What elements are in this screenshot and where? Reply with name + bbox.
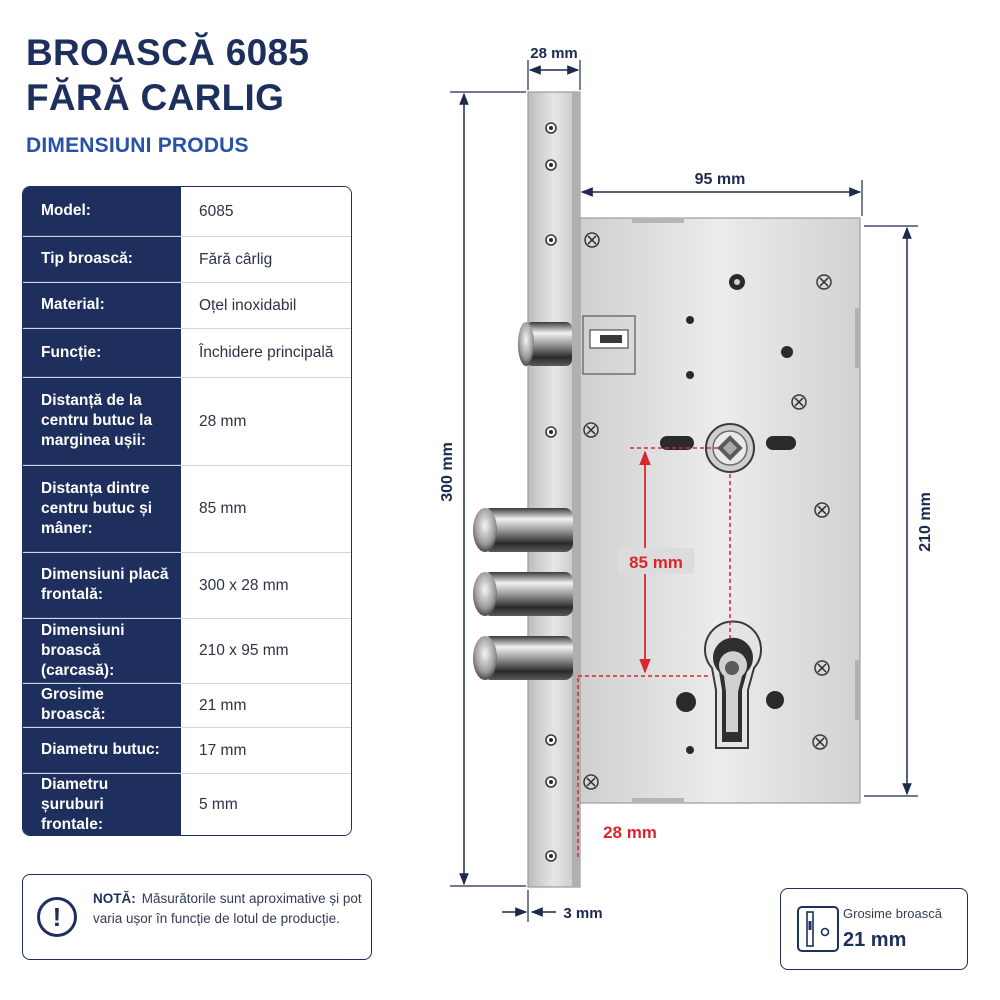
dim-case-height: 210 mm [917,492,934,552]
title-line-1: BROASCĂ 6085 [26,32,310,73]
spec-value: 300 x 28 mm [181,553,351,618]
spec-label: Distanță de la centru butuc la marginea … [23,378,181,465]
thickness-box: Grosime broască 21 mm [780,888,968,970]
spec-row-function: Funcție: Închidere principală [23,329,351,378]
dim-faceplate-width: 28 mm [530,45,578,62]
spec-value: 85 mm [181,466,351,552]
spec-label: Dimensiuni broască (carcasă): [23,619,181,683]
spec-label: Grosime broască: [23,684,181,727]
note-body: Măsurătorile sunt aproximative și pot va… [93,891,362,926]
faceplate [527,91,581,888]
spec-row-backset: Distanță de la centru butuc la marginea … [23,378,351,466]
dim-backset-spacing: 85 mm [629,553,683,572]
cylinder-hole [704,620,762,749]
exclamation-icon: ! [37,897,77,937]
faceplate-screws [545,122,557,862]
spec-row-case: Dimensiuni broască (carcasă): 210 x 95 m… [23,619,351,684]
spec-row-material: Material: Oțel inoxidabil [23,283,351,329]
faceplate-edge [572,92,580,887]
spec-value: 17 mm [181,728,351,773]
spec-label: Model: [23,187,181,236]
lock-thickness-icon [797,906,839,952]
spec-label: Dimensiuni placă frontală: [23,553,181,618]
title-line-2: FĂRĂ CARLIG [26,77,285,118]
case-edge-tab [855,660,860,720]
dim-faceplate-thickness: 3 mm [563,905,602,922]
dim-case-width: 95 mm [695,171,746,188]
dead-bolt-middle [473,572,573,616]
spec-value: 6085 [181,187,351,236]
spec-label: Distanța dintre centru butuc și mâner: [23,466,181,552]
spec-row-cylinder: Diametru butuc: 17 mm [23,728,351,774]
latch-bolt [518,322,572,366]
spec-value: 28 mm [181,378,351,465]
latch-window [582,315,636,375]
spec-table: Model: 6085 Tip broască: Fără cârlig Mat… [22,186,352,836]
spec-row-faceplate: Dimensiuni placă frontală: 300 x 28 mm [23,553,351,619]
section-subtitle: DIMENSIUNI PRODUS [26,134,249,157]
thickness-value: 21 mm [843,929,907,951]
dead-bolt-top [473,508,573,552]
dead-bolt-bottom [473,636,573,680]
spec-row-type: Tip broască: Fără cârlig [23,237,351,283]
thickness-label: Grosime broască [843,906,942,921]
spec-value: 5 mm [181,774,351,835]
spec-row-screws: Diametru șuruburi frontale: 5 mm [23,774,351,835]
dim-backset: 28 mm [603,823,657,842]
spec-label: Diametru șuruburi frontale: [23,774,181,835]
note-box: ! NOTĂ:Măsurătorile sunt aproximative și… [22,874,372,960]
case-top-notch [632,218,684,223]
spec-value: Fără cârlig [181,237,351,282]
spec-value: Închidere principală [181,329,351,377]
case-edge-tab [855,308,860,368]
case-bottom-notch [632,798,684,803]
spec-label: Funcție: [23,329,181,377]
product-title: BROASCĂ 6085 FĂRĂ CARLIG [26,30,309,120]
spec-label: Material: [23,283,181,328]
note-text: NOTĂ:Măsurătorile sunt aproximative și p… [93,889,365,928]
spec-value: 210 x 95 mm [181,619,351,683]
handle-follower [705,423,755,473]
spec-row-model: Model: 6085 [23,187,351,237]
spec-label: Tip broască: [23,237,181,282]
spec-row-spacing: Distanța dintre centru butuc și mâner: 8… [23,466,351,553]
note-label: NOTĂ: [93,891,136,906]
spec-label: Diametru butuc: [23,728,181,773]
spec-value: 21 mm [181,684,351,727]
spec-value: Oțel inoxidabil [181,283,351,328]
spec-row-thickness: Grosime broască: 21 mm [23,684,351,728]
dim-total-height: 300 mm [439,442,456,502]
